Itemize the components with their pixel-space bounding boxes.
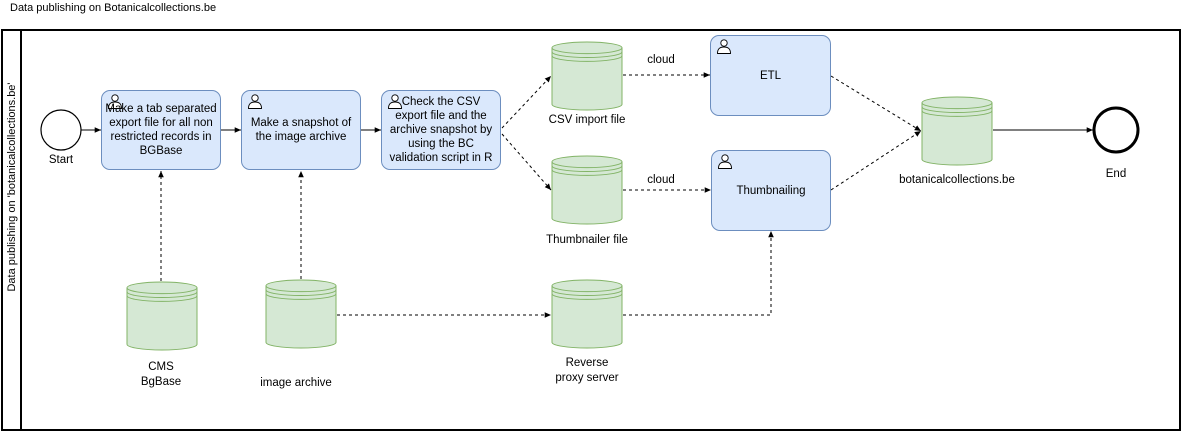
thumbnailer-store[interactable] [551,155,623,225]
user-task-icon [718,154,732,169]
task-thumbnailing-label: Thumbnailing [736,184,806,197]
botanicalcollections-store[interactable] [921,96,993,166]
user-task-icon [717,39,731,54]
task-etl[interactable]: ETL [710,35,831,116]
start-label: Start [48,154,74,166]
cloud-label-top: cloud [647,54,675,66]
assoc-validate-to-thumbnailer [501,133,552,191]
assoc-proxy-to-thumbnailing [623,231,774,316]
image-archive-store[interactable] [265,279,337,349]
page-title: Data publishing on Botanicalcollections.… [10,2,217,14]
cms-label-line2: BgBase [140,376,182,388]
proxy-label-line1: Reverse [565,357,609,369]
cms-bgbase-store[interactable] [126,281,198,351]
csv-import-store[interactable] [551,41,623,111]
botanicalcollections-label: botanicalcollections.be [899,174,1015,186]
pool-border [1,29,1181,431]
proxy-label-line2: proxy server [555,372,619,384]
csv-import-label: CSV import file [548,114,626,126]
image-archive-label: image archive [260,377,332,389]
task-etl-label: ETL [759,69,782,82]
task-validate[interactable]: Check the CSV export file and the archiv… [381,90,501,170]
cloud-label-bottom: cloud [647,174,675,186]
task-thumbnailing[interactable]: Thumbnailing [711,150,831,231]
start-event[interactable] [40,109,82,151]
task-export[interactable]: Make a tab separated export file for all… [101,90,221,170]
lane-label-text: Data publishing on 'botanicalcollections… [6,82,18,292]
reverse-proxy-store[interactable] [551,279,623,349]
user-task-icon [108,94,122,109]
task-validate-label: Check the CSV export file and the archiv… [389,96,493,164]
task-export-label: Make a tab separated export file for all… [105,103,217,157]
cms-label-line1: CMS [148,361,174,373]
user-task-icon [388,94,402,109]
task-snapshot-label: Make a snapshot of the image archive [250,117,352,143]
user-task-icon [248,94,262,109]
thumbnailer-label: Thumbnailer file [546,234,628,246]
task-snapshot[interactable]: Make a snapshot of the image archive [241,90,361,170]
end-label: End [1105,168,1127,180]
assoc-etl-to-botanical [830,75,922,132]
end-event[interactable] [1092,106,1140,154]
